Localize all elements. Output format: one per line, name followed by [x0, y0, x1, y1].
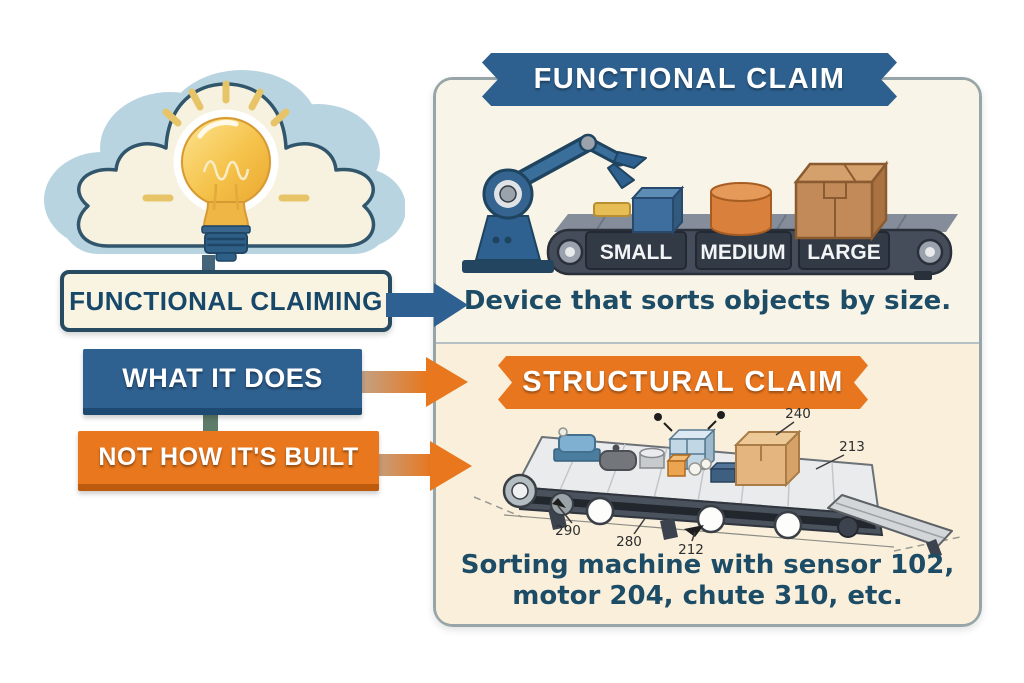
- functional-claiming-label: FUNCTIONAL CLAIMING: [69, 285, 383, 316]
- idea-cloud-illustration: [44, 70, 405, 262]
- lightbulb-icon: [173, 109, 279, 262]
- ref-240: 240: [785, 406, 811, 422]
- small-yellow-bar: [593, 202, 631, 217]
- tan-box: [733, 429, 802, 488]
- functional-claim-banner: FUNCTIONAL CLAIM: [482, 53, 897, 106]
- not-how-built-box: NOT HOW IT'S BUILT: [78, 431, 379, 491]
- claims-panel: FUNCTIONAL CLAIM SMALL MEDIUM LARGE: [433, 53, 982, 627]
- orange-arrow-1-icon: [426, 357, 468, 407]
- functional-claim-caption: Device that sorts objects by size.: [463, 286, 952, 316]
- structural-claim-banner: STRUCTURAL CLAIM: [498, 356, 868, 409]
- belt-label-large: LARGE: [807, 241, 881, 264]
- robot-arm-icon: [462, 133, 647, 273]
- large-brown-box: [793, 160, 889, 242]
- structural-claim-banner-label: STRUCTURAL CLAIM: [522, 366, 844, 398]
- box-connector: [203, 412, 218, 436]
- what-it-does-label: WHAT IT DOES: [122, 363, 323, 393]
- structural-claim-caption: Sorting machine with sensor 102, motor 2…: [436, 550, 979, 612]
- structural-caption-line2: motor 204, chute 310, etc.: [512, 581, 903, 611]
- structural-caption-line1: Sorting machine with sensor 102,: [460, 550, 955, 580]
- orange-arrow-2-icon: [430, 441, 472, 491]
- blue-arrow-shaft: [386, 293, 436, 317]
- ref-290: 290: [555, 523, 581, 539]
- sensor-dot: [654, 413, 662, 421]
- reference-numerals: 240 213 290 280 212: [552, 406, 865, 558]
- medium-orange-cylinder: [710, 182, 772, 236]
- sorting-robot-illustration: SMALL MEDIUM LARGE: [462, 133, 958, 280]
- sorted-objects: [593, 160, 889, 242]
- ref-212: 212: [678, 542, 704, 558]
- belt-label-small: SMALL: [600, 241, 672, 264]
- not-how-built-label: NOT HOW IT'S BUILT: [98, 443, 359, 471]
- what-it-does-box: WHAT IT DOES: [83, 349, 362, 415]
- small-blue-cube: [630, 185, 685, 235]
- ref-280: 280: [616, 534, 642, 550]
- belt-label-medium: MEDIUM: [700, 241, 785, 264]
- patent-drawing-illustration: 240 213 290 280 212: [473, 406, 961, 558]
- sensor-dot: [717, 411, 725, 419]
- functional-claiming-box: FUNCTIONAL CLAIMING: [60, 270, 392, 332]
- blue-arrow-icon: [434, 283, 468, 327]
- functional-claim-banner-label: FUNCTIONAL CLAIM: [533, 63, 846, 95]
- machine-objects: [553, 411, 802, 488]
- lightbulb-rays: [142, 80, 310, 202]
- ref-213: 213: [839, 439, 865, 455]
